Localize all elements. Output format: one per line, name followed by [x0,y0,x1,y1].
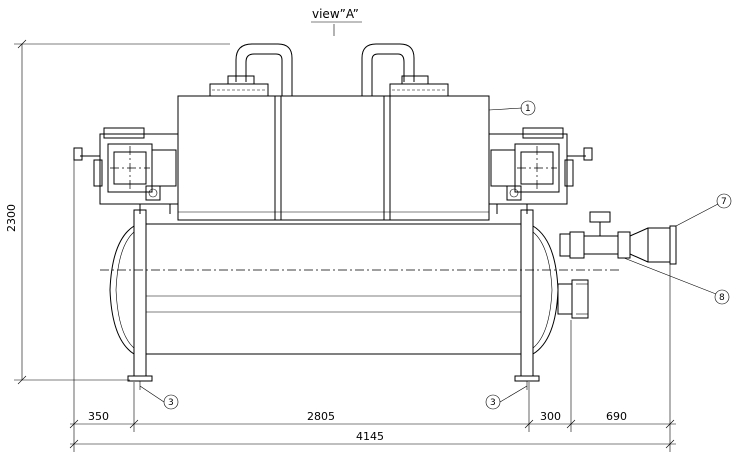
water-nozzle-assembly [557,211,677,319]
dimension-height-text: 2300 [5,204,18,232]
callout-8: 8 [623,257,730,305]
dimension-300-text: 300 [540,410,561,423]
svg-text:8: 8 [719,293,725,303]
dimension-690-text: 690 [606,410,627,423]
dimension-height: 2300 [5,39,230,385]
callout-7: 7 [675,193,732,227]
dimension-segments: 350 2805 300 690 [69,160,676,452]
right-compressor [488,127,593,214]
svg-text:7: 7 [721,197,727,207]
svg-text:1: 1 [525,104,531,114]
top-pipes [209,43,449,97]
heat-exchanger-shell [100,209,620,390]
left-compressor [73,127,179,214]
callout-3-left: 3 [139,385,179,410]
view-a-label: view”A” [312,7,359,21]
dimension-2805-text: 2805 [307,410,335,423]
control-cabinet [177,95,490,221]
dimension-350-text: 350 [88,410,109,423]
callout-3-right: 3 [485,385,528,410]
svg-text:3: 3 [490,398,496,408]
svg-text:3: 3 [168,398,174,408]
dimension-total: 4145 [69,430,676,449]
dimension-4145-text: 4145 [356,430,384,443]
callout-1: 1 [488,100,536,116]
